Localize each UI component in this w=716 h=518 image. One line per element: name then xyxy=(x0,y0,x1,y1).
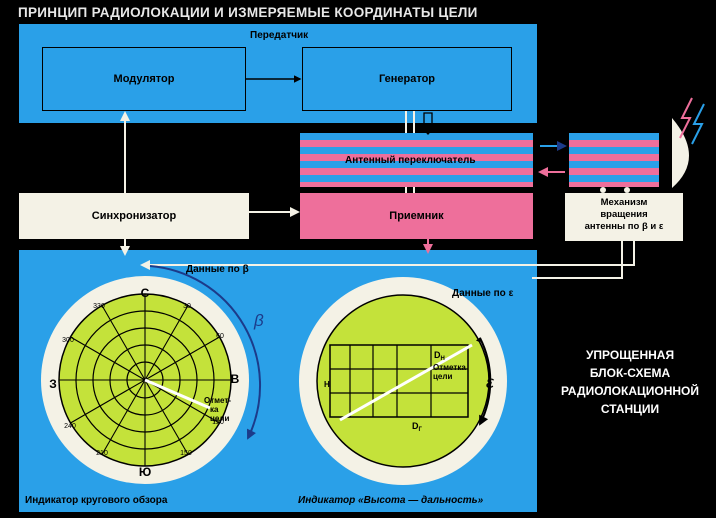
tx-down-arrow xyxy=(417,112,439,135)
side-title-line-3: РАДИОЛОКАЦИОННОЙ xyxy=(560,384,700,398)
ppi-south: Ю xyxy=(139,465,151,479)
antenna-switch-box xyxy=(300,133,533,187)
ppi-target-1: Отмет- xyxy=(204,396,231,405)
data-eps-label: Данные по ε xyxy=(452,288,514,299)
mechanism-line-1: Механизм xyxy=(600,197,648,208)
ppi-caption: Индикатор кругового обзора xyxy=(25,495,168,506)
ppi-tick-30: 30 xyxy=(183,303,191,310)
synchronizer-label: Синхронизатор xyxy=(91,210,177,222)
ppi-sweep-line xyxy=(144,378,211,410)
diagram-title: ПРИНЦИП РАДИОЛОКАЦИИ И ИЗМЕРЯЕМЫЕ КООРДИ… xyxy=(18,5,478,20)
ppi-west: З xyxy=(49,377,57,391)
transmitter-label: Передатчик xyxy=(250,30,309,41)
ppi-tick-240: 240 xyxy=(64,423,76,430)
ppi-indicator xyxy=(41,276,249,484)
ppi-tick-300: 300 xyxy=(62,337,74,344)
rhi-caption: Индикатор «Высота — дальность» xyxy=(298,495,484,506)
ppi-radial-line xyxy=(144,379,220,424)
antenna-switch-label: Антенный переключатель xyxy=(345,155,476,166)
side-title: УПРОЩЕННАЯ БЛОК-СХЕМА РАДИОЛОКАЦИОННОЙ С… xyxy=(560,346,700,418)
generator-box: Генератор xyxy=(302,47,512,111)
ppi-tick-210: 210 xyxy=(96,450,108,457)
ppi-radial-line xyxy=(70,336,146,381)
ppi-north: С xyxy=(141,286,150,300)
modulator-box: Модулятор xyxy=(42,47,246,111)
ppi-tick-120: 120 xyxy=(212,419,224,426)
beta-feed-line xyxy=(140,241,635,270)
receiver-label: Приемник xyxy=(389,210,444,222)
side-title-line-2: БЛОК-СХЕМА xyxy=(589,366,671,380)
ppi-east: В xyxy=(231,372,240,386)
rhi-dh-label: DН xyxy=(434,350,445,362)
rhi-dr-label: DГ xyxy=(412,421,423,433)
ppi-target-3: цели xyxy=(210,414,229,423)
ppi-radial-line xyxy=(144,336,220,381)
ppi-radial-line xyxy=(101,305,146,381)
mechanism-line-3: антенны по β и ε xyxy=(584,221,664,232)
eps-symbol: ε xyxy=(486,372,495,392)
antenna-dish xyxy=(672,118,689,188)
side-title-line-4: СТАНЦИИ xyxy=(600,402,660,416)
mechanism-box: Механизм вращения антенны по β и ε xyxy=(565,193,683,241)
ppi-tick-60: 60 xyxy=(216,333,224,340)
eps-feed-line xyxy=(532,241,623,279)
antenna-block xyxy=(569,133,659,187)
beta-symbol: β xyxy=(253,311,264,330)
ppi-tick-330: 330 xyxy=(93,303,105,310)
rhi-target-1: Отметка xyxy=(433,363,466,372)
ppi-radial-line xyxy=(70,379,146,424)
rhi-sweep-line xyxy=(339,343,473,422)
generator-label: Генератор xyxy=(378,73,436,85)
ppi-radial-line xyxy=(101,379,146,455)
synchronizer-box: Синхронизатор xyxy=(19,193,249,239)
ppi-target-2: ка xyxy=(210,405,219,414)
rhi-indicator xyxy=(299,277,507,485)
data-beta-label: Данные по β xyxy=(186,264,249,275)
ppi-radial-line xyxy=(144,379,189,455)
beta-arc xyxy=(149,265,262,440)
side-title-line-1: УПРОЩЕННАЯ xyxy=(585,348,675,362)
rhi-target-2: цели xyxy=(433,372,452,381)
eps-arc xyxy=(479,337,492,426)
modulator-label: Модулятор xyxy=(113,73,175,85)
ppi-tick-150: 150 xyxy=(180,450,192,457)
ppi-radial-line xyxy=(144,305,189,381)
mechanism-line-2: вращения xyxy=(600,209,648,220)
rhi-h-label: Н xyxy=(324,380,330,389)
radiation-icon xyxy=(679,97,693,139)
receiver-box: Приемник xyxy=(300,193,533,239)
